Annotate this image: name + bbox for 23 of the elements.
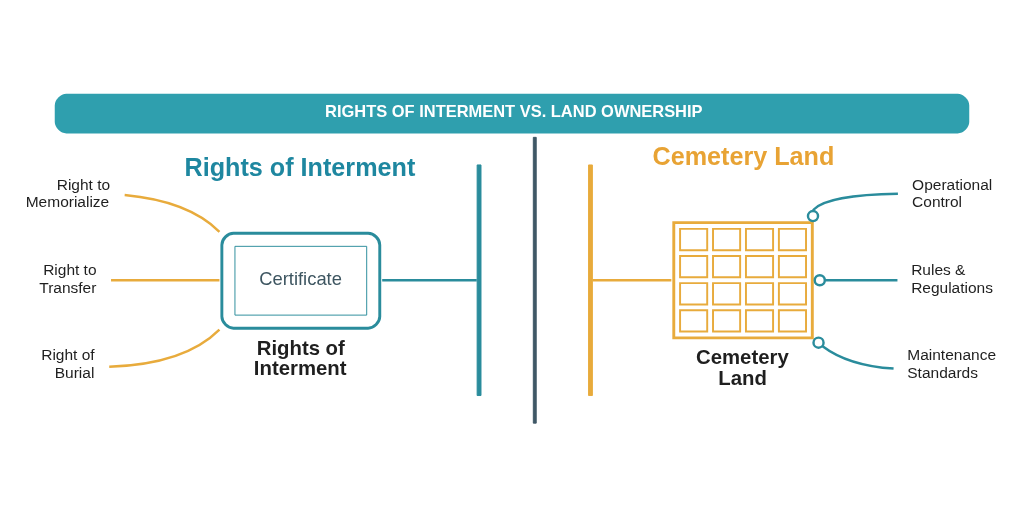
node-box: Certificate xyxy=(220,231,382,330)
node-label: Rights of Interment xyxy=(253,336,347,379)
diagram-title: RIGHTS OF INTERMENT VS. LAND OWNERSHIP xyxy=(325,102,703,121)
node-label: Cemetery Land xyxy=(696,346,789,389)
connector xyxy=(812,336,894,370)
connector xyxy=(592,279,672,282)
node-text: Operational Control xyxy=(912,175,993,211)
connector xyxy=(806,192,898,223)
node-box xyxy=(672,221,814,340)
connector xyxy=(382,279,477,282)
node-text: Rules & Regulations xyxy=(911,261,993,296)
node-text: Right of Burial xyxy=(41,346,95,381)
node-bar xyxy=(476,164,482,396)
node-text: Right to Memorialize xyxy=(25,175,111,211)
label: Rights of Interment xyxy=(184,152,416,181)
connector xyxy=(124,193,221,233)
node-bar xyxy=(588,164,593,396)
connector xyxy=(813,274,898,287)
node-text: Right to Transfer xyxy=(39,261,97,296)
node-text: Maintenance Standards xyxy=(907,346,997,381)
label: Cemetery Land xyxy=(652,142,835,171)
connector xyxy=(111,279,220,282)
connector xyxy=(109,328,221,368)
